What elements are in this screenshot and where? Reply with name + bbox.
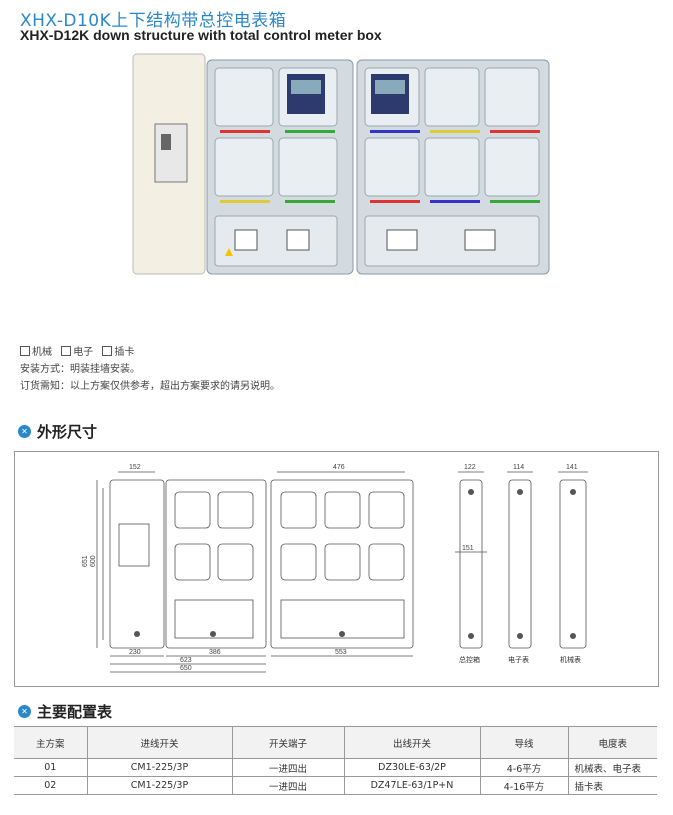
header-cell: 导线 (480, 726, 569, 759)
dim-230: 230 (129, 649, 141, 656)
dim-650: 650 (180, 665, 192, 672)
product-title-cn: XHX-D10K上下结构带总控电表箱 (20, 11, 287, 31)
table-cell: 4-6平方 (480, 758, 569, 777)
dim-114: 114 (513, 464, 524, 471)
product-title-en: XHX-D12K down structure with total contr… (20, 27, 382, 43)
table-cell: CM1-225/3P (87, 776, 233, 795)
table-cell: 一进四出 (232, 776, 345, 795)
options-block: 机械 电子 插卡 安装方式：明装挂墙安装。 订货需知：以上方案仅供参考，超出方案… (20, 344, 280, 395)
table-cell: DZ30LE-63/2P (344, 758, 481, 777)
dimensions-heading: ✕ 外形尺寸 (18, 421, 97, 442)
config-title: 主要配置表 (37, 703, 113, 721)
dim-152: 152 (129, 464, 141, 471)
table-cell: CM1-225/3P (87, 758, 233, 777)
dim-476: 476 (333, 464, 345, 471)
config-heading: ✕ 主要配置表 (18, 701, 112, 722)
dim-600: 600 (90, 555, 97, 567)
dim-623: 623 (180, 657, 192, 664)
dim-141: 141 (566, 464, 578, 471)
dim-553: 553 (335, 649, 347, 656)
checkbox-mechanical[interactable] (20, 346, 30, 356)
table-row: 02 CM1-225/3P 一进四出 DZ47LE-63/1P+N 4-16平方… (14, 776, 657, 795)
option-label: 电子 (73, 347, 94, 358)
section-bullet-icon: ✕ (18, 705, 31, 718)
table-row: 01 CM1-225/3P 一进四出 DZ30LE-63/2P 4-6平方 机械… (14, 758, 657, 777)
header-cell: 出线开关 (344, 726, 481, 759)
order-note: 订货需知：以上方案仅供参考，超出方案要求的请另说明。 (20, 381, 280, 392)
table-cell: 机械表、电子表 (568, 758, 657, 777)
table-header-row: 主方案 进线开关 开关端子 出线开关 导线 电度表 (14, 726, 657, 759)
dim-651: 651 (82, 555, 89, 567)
meter-options: 机械 电子 插卡 (20, 344, 280, 361)
header-cell: 开关端子 (232, 726, 345, 759)
caption-electronic: 电子表 (508, 655, 529, 664)
option-label: 机械 (32, 347, 52, 358)
dim-386: 386 (209, 649, 221, 656)
checkbox-card[interactable] (102, 346, 113, 356)
product-photo (125, 46, 557, 278)
table-cell: 02 (14, 776, 88, 795)
config-table: 主方案 进线开关 开关端子 出线开关 导线 电度表 01 CM1-225/3P … (14, 726, 657, 795)
option-label: 插卡 (114, 347, 135, 358)
checkbox-electronic[interactable] (61, 346, 72, 356)
dimensions-title: 外形尺寸 (37, 423, 98, 441)
table-cell: 01 (14, 758, 88, 777)
dim-151: 151 (462, 545, 474, 552)
table-cell: 插卡表 (568, 776, 657, 795)
table-cell: 4-16平方 (480, 776, 569, 795)
caption-main-box: 总控箱 (459, 655, 480, 664)
dim-122: 122 (464, 464, 476, 471)
header-cell: 电度表 (568, 726, 657, 759)
dimension-drawing: 152 476 651 600 230 386 553 623 650 122 … (14, 451, 659, 687)
header-cell: 主方案 (14, 726, 88, 759)
install-note: 安装方式：明装挂墙安装。 (20, 364, 140, 375)
section-bullet-icon: ✕ (18, 425, 31, 438)
header-cell: 进线开关 (87, 726, 233, 759)
table-cell: DZ47LE-63/1P+N (344, 776, 481, 795)
table-cell: 一进四出 (232, 758, 345, 777)
caption-mechanical: 机械表 (560, 655, 581, 664)
